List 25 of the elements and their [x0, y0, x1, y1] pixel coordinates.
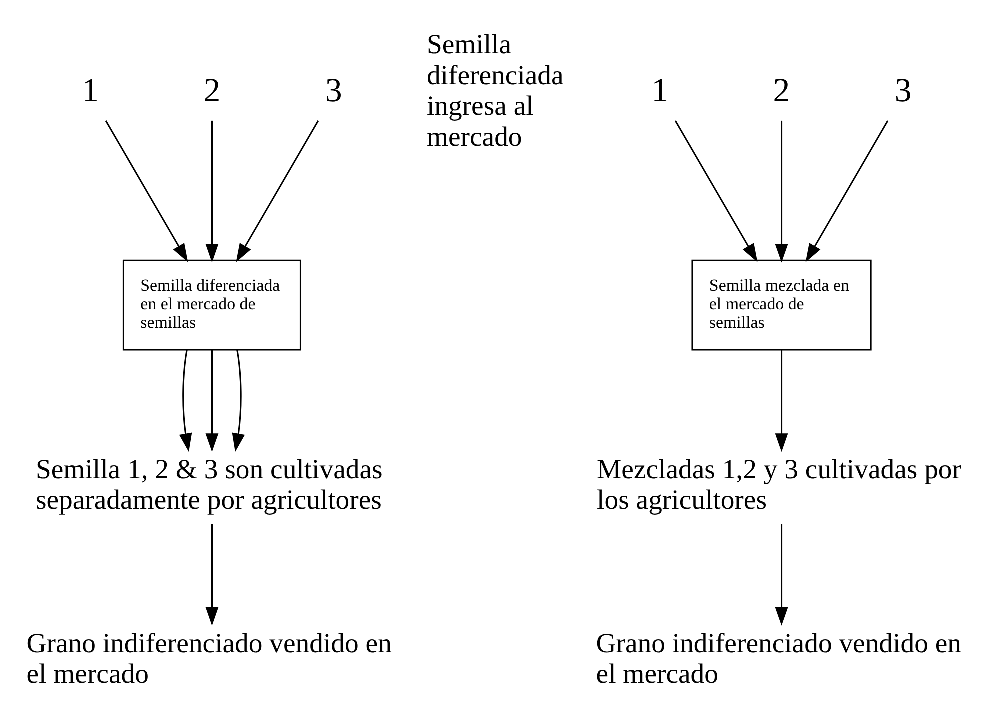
node-text: 2 — [204, 72, 221, 110]
arrow — [105, 120, 188, 262]
arrow — [232, 349, 246, 452]
node-box: Semilla diferenciada en el mercado de semillas — [122, 259, 302, 350]
arrow — [206, 120, 219, 262]
node-text: 3 — [325, 72, 342, 110]
arrow — [179, 349, 192, 452]
label: Semilla diferenciada ingresa al mercado — [426, 28, 564, 152]
node-text: 2 — [773, 72, 790, 110]
node-text: 1 — [82, 72, 100, 110]
arrow — [206, 350, 219, 452]
arrow — [806, 120, 889, 262]
arrow — [674, 120, 758, 262]
node-text: Mezcladas 1,2 y 3 cultivadas por los agricultores — [597, 452, 962, 515]
node-text: Grano indiferenciado vendido en el mercado — [26, 626, 392, 689]
node-text: 1 — [652, 72, 669, 110]
arrow — [775, 120, 788, 262]
node-text: 3 — [894, 72, 912, 110]
arrow — [236, 120, 320, 262]
node-text: Semilla 1, 2 & 3 son cultivadas separadamente por agricultores — [36, 452, 383, 515]
arrow — [206, 524, 219, 626]
arrow — [775, 350, 788, 452]
node-box: Semilla mezclada en el mercado de semillas — [692, 259, 872, 350]
arrow — [775, 524, 788, 626]
node-text: Grano indiferenciado vendido en el mercado — [596, 626, 962, 689]
